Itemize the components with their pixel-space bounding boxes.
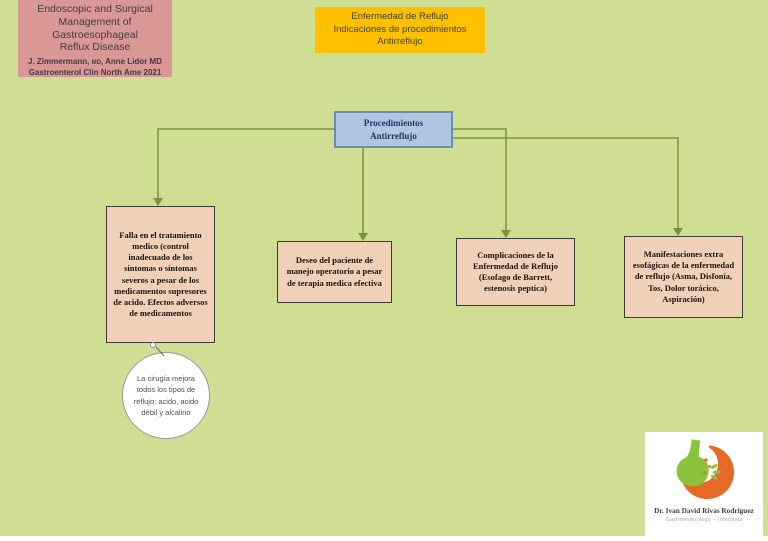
arrowhead-branch1 <box>153 198 163 206</box>
flowchart-root-node: Procedimientos Antirreflujo <box>334 111 453 148</box>
surgery-callout-circle: La cirugía mejora todos los tipos de ref… <box>122 352 210 439</box>
arrowhead-branch2 <box>358 233 368 241</box>
connector-to-branch3 <box>453 128 507 230</box>
citation-authors-md: MD <box>91 60 101 67</box>
citation-authors-pre: J. Zimmermann, <box>28 57 92 67</box>
bottom-white-strip <box>0 536 768 541</box>
flowchart-branch-medical-failure: Falla en el tratamiento medico (control … <box>106 206 215 343</box>
citation-authors-post: , Anne Lidor MD <box>100 57 162 67</box>
connector-to-branch1 <box>157 128 334 198</box>
doctor-specialty: Gastroenterólogo – Internista <box>665 517 743 523</box>
citation-card: Endoscopic and Surgical Management of Ga… <box>18 0 172 77</box>
doctor-logo-card: Dr. Ivan David Rivas Rodriguez Gastroent… <box>645 432 763 537</box>
citation-authors: J. Zimmermann, MD, Anne Lidor MD <box>18 57 172 68</box>
flowchart-branch-extraesophageal: Manifestaciones extra esofágicas de la e… <box>624 236 743 318</box>
stomach-logo-icon <box>676 436 735 500</box>
title-banner: Enfermedad de Reflujo Indicaciones de pr… <box>315 7 485 53</box>
citation-title: Endoscopic and Surgical Management of Ga… <box>37 3 153 54</box>
connector-to-branch4 <box>453 137 679 228</box>
arrowhead-branch4 <box>673 228 683 236</box>
arrowhead-branch3 <box>501 230 511 238</box>
doctor-name: Dr. Ivan David Rivas Rodriguez <box>654 506 754 515</box>
flowchart-branch-complications: Complicaciones de la Enfermedad de Reflu… <box>456 238 575 306</box>
citation-journal: Gastroenterol Clin North Ame 2021 <box>28 67 162 77</box>
flowchart-branch-patient-desire: Deseo del paciente de manejo operatorio … <box>277 241 392 303</box>
